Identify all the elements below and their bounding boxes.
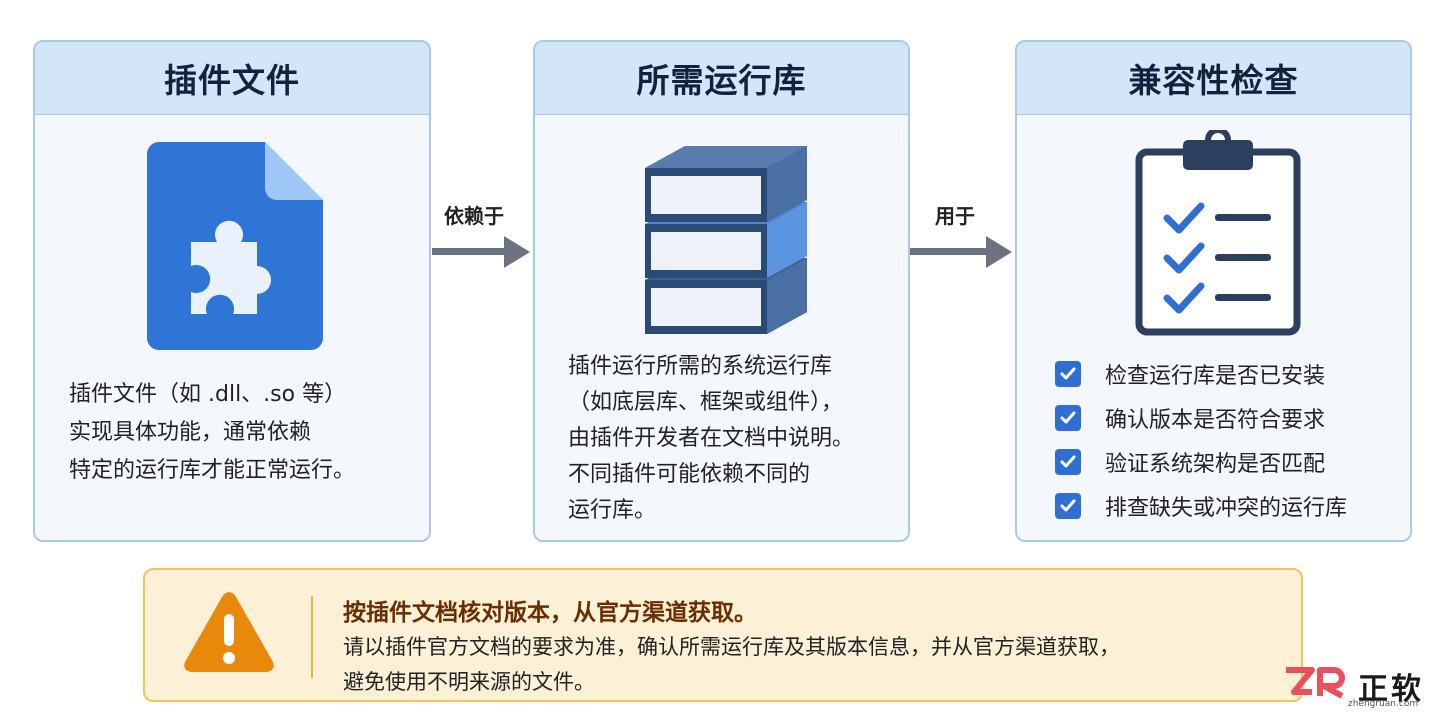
right-arrow-icon	[910, 232, 1014, 276]
description-line: 由插件开发者在文档中说明。	[568, 426, 855, 451]
check-label: 排查缺失或冲突的运行库	[1105, 496, 1348, 521]
checkbox-checked-icon	[1055, 493, 1081, 519]
brand-url: zhengruan.com	[1348, 699, 1419, 709]
right-arrow-icon	[432, 232, 532, 276]
clipboard-checklist-icon	[1135, 127, 1301, 340]
description-line: （如底层库、框架或组件），	[568, 390, 844, 415]
description-line: 实现具体功能，通常依赖	[69, 420, 312, 445]
arrow-label-depends-on: 依赖于	[444, 204, 504, 228]
runtime-library-card: 所需运行库 插件运行所需的系统运行库 （如底层库、框架或组件）， 由插件开发者在…	[533, 40, 910, 542]
notice-body: 请以插件官方文档的要求为准，确认所需运行库及其版本信息，并从官方渠道获取， 避免…	[343, 630, 1120, 700]
checkbox-checked-icon	[1055, 361, 1081, 387]
check-label: 确认版本是否符合要求	[1105, 408, 1326, 433]
notice-line: 避免使用不明来源的文件。	[343, 670, 595, 694]
description-line: 插件运行所需的系统运行库	[568, 354, 833, 379]
card-title: 所需运行库	[535, 42, 908, 115]
card-title: 插件文件	[35, 42, 429, 115]
check-label: 检查运行库是否已安装	[1105, 364, 1326, 389]
warning-notice: 按插件文档核对版本，从官方渠道获取。 请以插件官方文档的要求为准，确认所需运行库…	[143, 568, 1303, 702]
card-title: 兼容性检查	[1017, 42, 1410, 115]
brand-logo: 正软 zhengruan.com	[1284, 664, 1434, 716]
description-line: 不同插件可能依赖不同的	[568, 462, 811, 487]
compatibility-checklist: 检查运行库是否已安装 确认版本是否符合要求 验证系统架构是否匹配 排查缺失或冲突…	[1055, 352, 1347, 528]
list-item: 排查缺失或冲突的运行库	[1055, 484, 1347, 528]
description-line: 插件文件（如 .dll、.so 等）	[69, 382, 347, 407]
books-stack-icon	[635, 140, 815, 344]
notice-line: 请以插件官方文档的要求为准，确认所需运行库及其版本信息，并从官方渠道获取，	[343, 635, 1120, 659]
list-item: 确认版本是否符合要求	[1055, 396, 1347, 440]
description-line: 特定的运行库才能正常运行。	[69, 458, 356, 483]
brand-name: 正软	[1358, 672, 1424, 707]
description-line: 运行库。	[568, 498, 657, 523]
runtime-library-description: 插件运行所需的系统运行库 （如底层库、框架或组件）， 由插件开发者在文档中说明。…	[568, 349, 903, 529]
check-label: 验证系统架构是否匹配	[1105, 452, 1326, 477]
checkbox-checked-icon	[1055, 449, 1081, 475]
list-item: 检查运行库是否已安装	[1055, 352, 1347, 396]
notice-divider	[311, 596, 313, 678]
zr-logo-icon	[1284, 666, 1348, 704]
list-item: 验证系统架构是否匹配	[1055, 440, 1347, 484]
compatibility-check-card: 兼容性检查 检查运行库是否已安装 确认版本是否符合要求 验证系统架构是否匹配	[1015, 40, 1412, 542]
warning-triangle-icon	[181, 588, 277, 680]
notice-title: 按插件文档核对版本，从官方渠道获取。	[343, 600, 757, 626]
checkbox-checked-icon	[1055, 405, 1081, 431]
puzzle-file-icon	[145, 142, 325, 356]
plugin-file-card: 插件文件 插件文件（如 .dll、.so 等） 实现具体功能，通常依赖 特定的运…	[33, 40, 431, 542]
plugin-file-description: 插件文件（如 .dll、.so 等） 实现具体功能，通常依赖 特定的运行库才能正…	[69, 376, 419, 490]
arrow-label-used-for: 用于	[935, 204, 975, 228]
